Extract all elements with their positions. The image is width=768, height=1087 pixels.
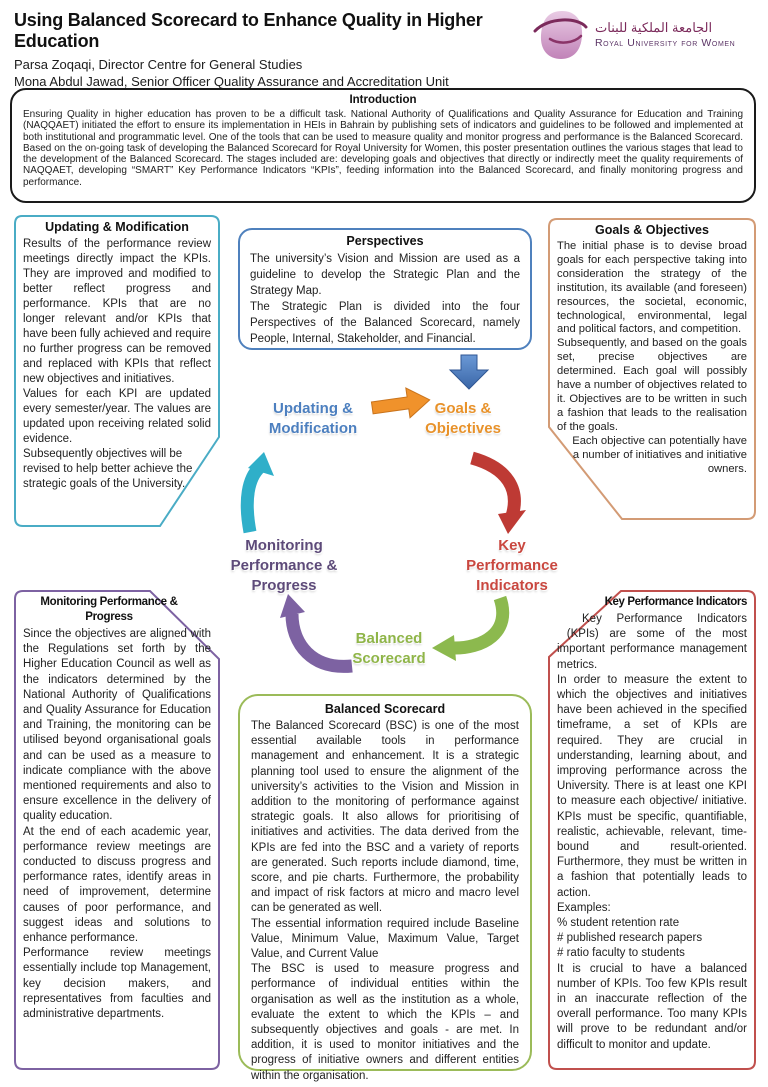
introduction-box: Introduction Ensuring Quality in higher … <box>10 88 756 203</box>
kpi-paragraph-1: Key Performance Indicators (KPIs) are so… <box>557 613 747 671</box>
perspectives-paragraph-2: The Strategic Plan is divided into the f… <box>250 301 520 345</box>
university-logo: الجامعة الملكية للبنات Royal University … <box>533 6 763 64</box>
blue-down-arrow-icon <box>448 354 490 390</box>
updating-modification-box: Updating & Modification Results of the p… <box>14 215 220 527</box>
updating-paragraph-3: Subsequently objectives will be revised … <box>23 448 193 490</box>
diagram-label-kpi: Key Performance Indicators <box>466 537 558 594</box>
kpi-paragraph-3: It is crucial to have a balanced number … <box>557 962 747 1051</box>
university-logo-text: الجامعة الملكية للبنات Royal University … <box>595 20 735 50</box>
monitoring-title: Monitoring Performance & Progress <box>40 596 178 623</box>
cut-border-frame <box>548 590 756 1070</box>
author-line-2: Mona Abdul Jawad, Senior Officer Quality… <box>14 74 449 89</box>
cut-border-frame <box>14 590 220 1070</box>
red-curved-arrow-icon <box>470 451 526 534</box>
header: Using Balanced Scorecard to Enhance Qual… <box>14 10 529 90</box>
perspectives-box: Perspectives The university’s Vision and… <box>238 228 532 350</box>
purple-curved-arrow-icon <box>280 594 353 673</box>
author-line-1: Parsa Zoqaqi, Director Centre for Genera… <box>14 57 303 72</box>
kpi-box: Key Performance Indicators Key Performan… <box>548 590 756 1070</box>
university-logo-icon <box>533 11 588 59</box>
bsc-title: Balanced Scorecard <box>324 702 446 716</box>
logo-arabic-name: الجامعة الملكية للبنات <box>595 20 713 35</box>
introduction-text: Ensuring Quality in higher education has… <box>23 109 743 188</box>
goals-paragraph-2: Subsequently, and based on the goals set… <box>557 337 747 433</box>
kpi-example-2: # published research papers <box>557 932 703 945</box>
perspectives-title: Perspectives <box>346 234 424 248</box>
updating-paragraph-2: Values for each KPI are updated every se… <box>23 388 211 445</box>
green-curved-arrow-icon <box>432 595 510 661</box>
kpi-examples-label: Examples: <box>557 901 611 914</box>
diagram-label-monitoring: Monitoring Performance & Progress <box>230 537 338 594</box>
diagram-label-goals: Goals & Objectives <box>425 400 501 437</box>
kpi-paragraph-2: In order to measure the extent to which … <box>557 673 747 899</box>
orange-right-arrow-icon <box>370 387 431 419</box>
kpi-example-1: % student retention rate <box>557 917 680 930</box>
cut-border-frame <box>548 218 756 520</box>
goals-title: Goals & Objectives <box>595 223 709 237</box>
goals-objectives-box: Goals & Objectives The initial phase is … <box>548 218 756 520</box>
monitoring-paragraph-3: Performance review meetings essentially … <box>23 947 211 1021</box>
cyan-curved-arrow-icon <box>240 452 274 534</box>
diagram-label-updating: Updating & Modification <box>268 400 358 437</box>
updating-title: Updating & Modification <box>45 220 189 234</box>
cycle-diagram <box>240 354 526 673</box>
updating-paragraph-1: Results of the performance review meetin… <box>23 238 211 385</box>
balanced-scorecard-box: Balanced Scorecard The Balanced Scorecar… <box>238 694 532 1082</box>
bsc-paragraph-3: The BSC is used to measure progress and … <box>251 963 519 1082</box>
bsc-paragraph-1: The Balanced Scorecard (BSC) is one of t… <box>251 720 519 915</box>
kpi-title: Key Performance Indicators <box>604 596 748 608</box>
bsc-paragraph-2: The essential information required inclu… <box>251 917 519 961</box>
page-title: Using Balanced Scorecard to Enhance Qual… <box>14 10 483 51</box>
logo-english-name: Royal University for Women <box>595 37 736 49</box>
diagram-label-bsc: Balanced Scorecard <box>352 630 426 667</box>
monitoring-paragraph-2: At the end of each academic year, perfor… <box>23 825 211 945</box>
goals-paragraph-1: The initial phase is to devise broad goa… <box>557 240 747 336</box>
perspectives-paragraph-1: The university’s Vision and Mission are … <box>250 253 520 297</box>
goals-paragraph-3: Each objective can potentially have a nu… <box>572 434 747 475</box>
monitoring-paragraph-1: Since the objectives are aligned with th… <box>23 628 211 823</box>
cut-border-frame <box>14 215 220 527</box>
introduction-title: Introduction <box>349 94 417 106</box>
monitoring-box: Monitoring Performance & Progress Since … <box>14 590 220 1070</box>
kpi-example-3: # ratio faculty to students <box>557 947 685 960</box>
